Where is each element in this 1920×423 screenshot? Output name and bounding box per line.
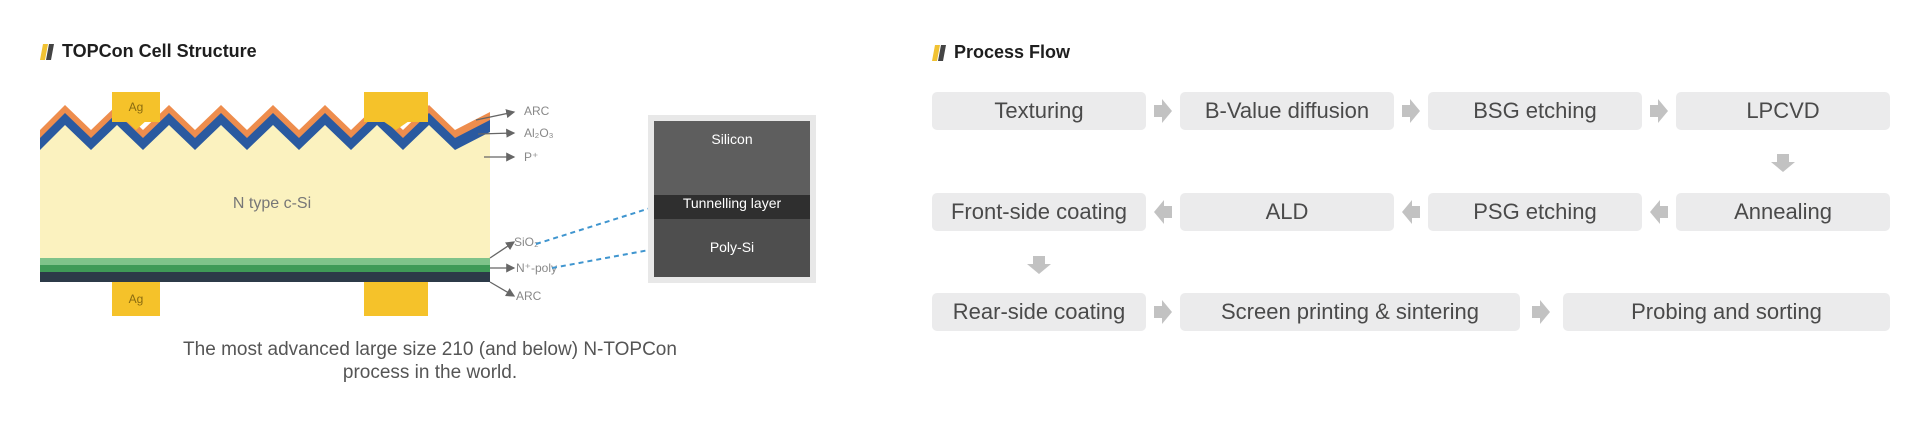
arc-bottom-label: ARC <box>516 289 542 303</box>
step-lpcvd: LPCVD <box>1676 92 1890 130</box>
structure-section-title: TOPCon Cell Structure <box>40 41 257 62</box>
arrow-left-icon <box>1650 200 1668 224</box>
p-plus-layer <box>40 125 490 165</box>
ag-bottom-left-label: Ag <box>129 292 144 306</box>
bulk-label: N type c-Si <box>233 195 311 212</box>
arrow-down-icon <box>1027 256 1051 274</box>
step-ald: ALD <box>1180 193 1394 231</box>
sio2-layer <box>40 258 490 265</box>
arrow-down-icon <box>1771 154 1795 172</box>
structure-title-text: TOPCon Cell Structure <box>62 41 257 61</box>
npoly-label: N⁺-poly <box>516 261 557 275</box>
micrograph-polysi-region <box>654 219 810 277</box>
al2o3-label: Al₂O₃ <box>524 126 554 140</box>
caption-line-1: The most advanced large size 210 (and be… <box>183 339 677 360</box>
bulk-layer <box>40 150 490 258</box>
arrow-right-icon <box>1650 99 1668 123</box>
arc-top-label: ARC <box>524 104 550 118</box>
step-screen-printing: Screen printing & sintering <box>1180 293 1520 331</box>
cell-structure-diagram: Ag Ag N type c-Si ARC Al₂O₃ P⁺ SiO₂ N⁺-p… <box>40 92 816 316</box>
structure-caption: The most advanced large size 210 (and be… <box>170 338 690 384</box>
title-bullet-icon <box>932 44 946 61</box>
micrograph-tunnelling-region <box>654 195 810 219</box>
step-probing-sorting: Probing and sorting <box>1563 293 1890 331</box>
step-rear-side-coating: Rear-side coating <box>932 293 1146 331</box>
micrograph-silicon-region <box>654 121 810 195</box>
rear-arc-layer <box>40 272 490 282</box>
arrow-left-icon <box>1402 200 1420 224</box>
ag-top-left-label: Ag <box>129 100 144 114</box>
caption-line-2: process in the world. <box>342 362 518 383</box>
step-front-side-coating: Front-side coating <box>932 193 1146 231</box>
step-bsg-etching: BSG etching <box>1428 92 1642 130</box>
micrograph-silicon-label: Silicon <box>711 131 752 147</box>
arrow-right-icon <box>1532 300 1550 324</box>
micrograph-polysi-label: Poly-Si <box>710 239 754 255</box>
p-plus-label: P⁺ <box>524 150 538 164</box>
process-section-title: Process Flow <box>932 42 1070 63</box>
arrow-right-icon <box>1402 99 1420 123</box>
npoly-layer <box>40 265 490 272</box>
ag-bottom-right-contact <box>364 282 428 316</box>
step-b-value-diffusion: B-Value diffusion <box>1180 92 1394 130</box>
sio2-label: SiO₂ <box>514 235 539 249</box>
arrow-left-icon <box>1154 200 1172 224</box>
arrow-right-icon <box>1154 99 1172 123</box>
step-annealing: Annealing <box>1676 193 1890 231</box>
title-bullet-icon <box>40 43 54 60</box>
ag-bottom-left-contact <box>112 282 160 316</box>
micrograph-tunnelling-label: Tunnelling layer <box>683 195 782 211</box>
step-psg-etching: PSG etching <box>1428 193 1642 231</box>
step-texturing: Texturing <box>932 92 1146 130</box>
process-title-text: Process Flow <box>954 42 1071 62</box>
arrow-right-icon <box>1154 300 1172 324</box>
